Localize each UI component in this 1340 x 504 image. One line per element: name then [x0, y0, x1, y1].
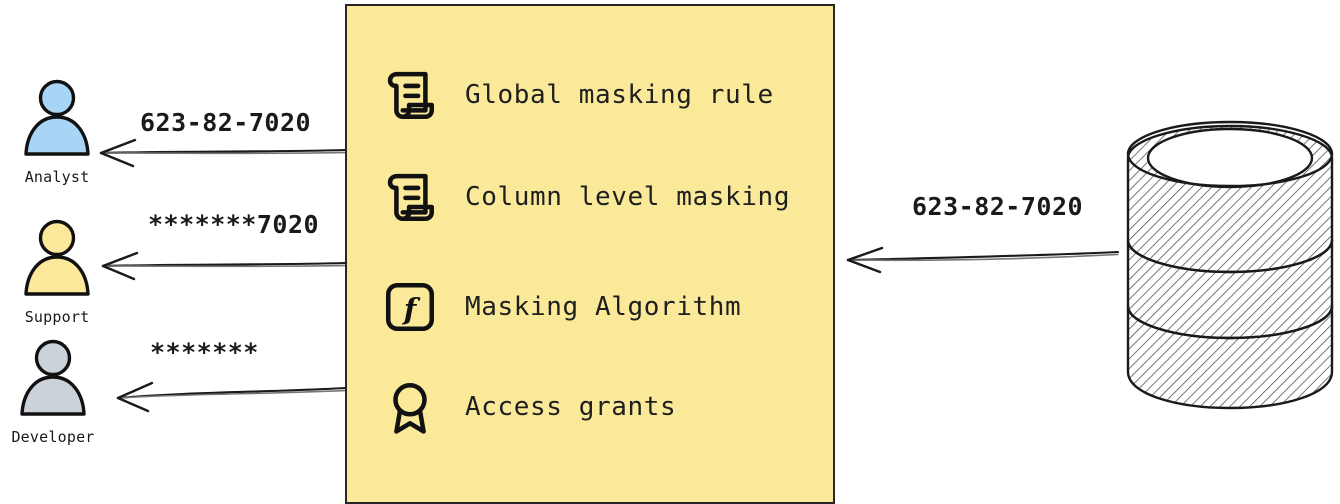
user-icon	[20, 339, 86, 416]
award-icon	[393, 382, 427, 434]
actor-label: Developer	[11, 428, 95, 446]
flow-label-support: *******7020	[148, 210, 320, 239]
actor-analyst: Analyst	[2, 78, 112, 186]
policy-list: Global masking rule Column level masking	[347, 6, 833, 502]
actor-support: Support	[2, 218, 112, 326]
policy-item-label: Column level masking	[465, 182, 791, 212]
actor-label: Support	[24, 308, 90, 326]
scroll-icon	[387, 71, 435, 120]
flow-label-database: 623-82-7020	[912, 192, 1084, 221]
arrow-to-support	[101, 251, 347, 281]
policy-item-label: Access grants	[465, 392, 677, 422]
actor-developer: Developer	[0, 338, 108, 446]
flow-label-analyst: 623-82-7020	[140, 108, 312, 137]
policy-item-label: Global masking rule	[465, 80, 774, 110]
policy-item-masking-algorithm[interactable]: f Masking Algorithm	[381, 278, 821, 336]
policy-panel: Global masking rule Column level masking	[345, 4, 835, 504]
flow-label-developer: *******	[150, 338, 259, 367]
policy-item-access-grants[interactable]: Access grants	[381, 378, 821, 436]
policy-item-global-masking-rule[interactable]: Global masking rule	[381, 66, 821, 124]
user-icon	[24, 219, 90, 296]
policy-item-label: Masking Algorithm	[465, 292, 742, 322]
database-cylinder-icon	[1126, 120, 1334, 410]
actor-label: Analyst	[24, 168, 90, 186]
user-icon	[24, 79, 90, 156]
arrow-from-database	[846, 246, 1120, 274]
arrow-to-analyst	[99, 138, 347, 168]
svg-text:f: f	[402, 292, 421, 326]
function-icon: f	[385, 282, 435, 332]
policy-item-column-level-masking[interactable]: Column level masking	[381, 168, 821, 226]
arrow-to-developer	[116, 381, 347, 413]
scroll-icon	[387, 173, 435, 222]
